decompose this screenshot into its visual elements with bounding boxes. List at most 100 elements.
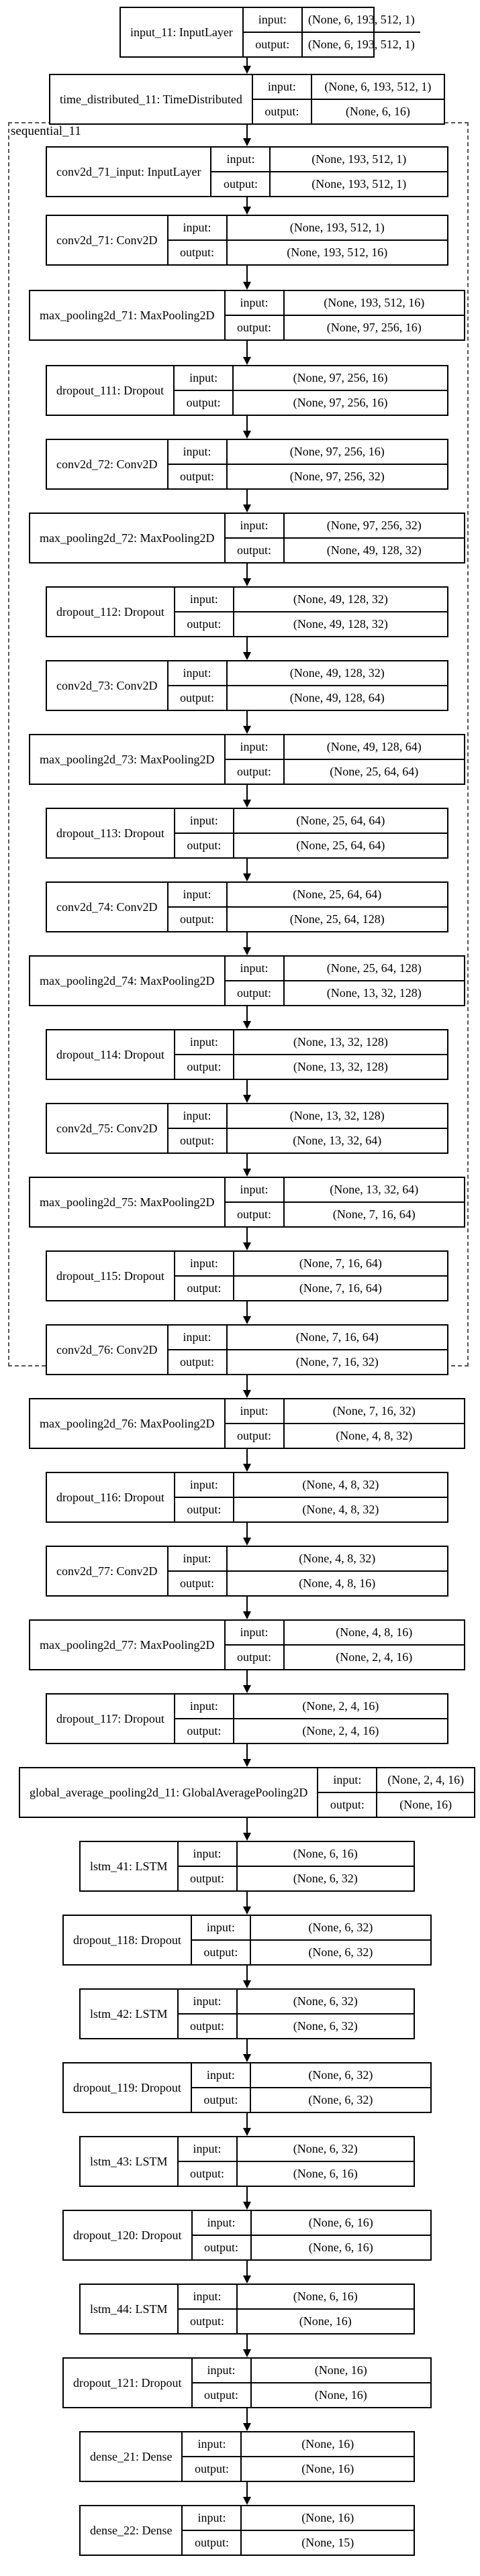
output-shape: (None, 97, 256, 32) (289, 470, 385, 483)
output-label: output: (169, 1350, 228, 1374)
input-label: input: (169, 883, 228, 906)
input-label: input: (169, 1326, 228, 1349)
output-shape: (None, 6, 32) (293, 1872, 358, 1885)
input-port-row: input:(None, 25, 64, 64) (169, 883, 448, 906)
output-label: output: (175, 391, 234, 415)
edge-arrowhead (243, 1907, 251, 1915)
output-shape: (None, 25, 64, 64) (330, 765, 419, 778)
input-shape: (None, 25, 64, 64) (296, 814, 385, 827)
input-label: input: (318, 1768, 378, 1792)
input-port-row: input:(None, 7, 16, 64) (169, 1326, 448, 1349)
output-shape: (None, 6, 32) (293, 2019, 358, 2033)
layer-name: conv2d_76: Conv2D (47, 1326, 169, 1374)
input-label: input: (226, 291, 285, 315)
layer-name: lstm_44: LSTM (81, 2285, 179, 2333)
output-port-row: output:(None, 13, 32, 64) (168, 1128, 447, 1152)
input-port-row: input:(None, 97, 256, 16) (175, 366, 447, 390)
input-shape: (None, 193, 512, 16) (324, 296, 425, 309)
edge-arrowhead (243, 66, 251, 74)
edge-arrowhead (243, 2423, 251, 2431)
input-shape: (None, 13, 32, 128) (289, 1109, 385, 1122)
edge-arrowhead (243, 2275, 251, 2284)
edge-arrowhead (243, 2349, 251, 2357)
output-port-row: output: (None, 7, 16, 32) (168, 1349, 447, 1374)
layer-name: max_pooling2d_74: MaxPooling2D (30, 957, 226, 1005)
input-port-row: input:(None, 49, 128, 64) (226, 735, 465, 759)
output-port-row: output:(None, 193, 512, 1) (211, 171, 447, 196)
output-label: output: (169, 465, 228, 488)
output-shape: (None, 6, 32) (308, 2093, 373, 2106)
input-shape: (None, 4, 8, 32) (302, 1478, 379, 1491)
input-port-row: input:(None, 193, 512, 1) (169, 216, 448, 239)
output-label: output: (193, 2383, 252, 2407)
layer-name: global_average_pooling2d_11: GlobalAvera… (20, 1768, 319, 1817)
output-label: output: (179, 2310, 238, 2333)
input-shape: (None, 13, 32, 64) (330, 1183, 419, 1196)
output-port-row: output:(None, 6, 32) (191, 2087, 430, 2112)
layer-name: lstm_41: LSTM (81, 1842, 179, 1890)
output-shape: (None, 6, 193, 512, 1) (307, 38, 415, 51)
layer-name: max_pooling2d_75: MaxPooling2D (30, 1178, 226, 1226)
output-port-row: output:(None, 49, 128, 32) (175, 611, 447, 636)
input-port-row: input:(None, 16) (193, 2359, 431, 2382)
output-label: output: (179, 2015, 238, 2038)
input-port-row: input:(None, 13, 32, 64) (226, 1178, 465, 1201)
output-shape: (None, 4, 8, 32) (336, 1429, 413, 1442)
output-label: output: (183, 2531, 242, 2555)
input-shape: (None, 193, 512, 1) (311, 152, 407, 166)
output-shape: (None, 13, 32, 64) (293, 1134, 382, 1147)
input-label: input: (175, 1695, 234, 1718)
input-label: input: (226, 957, 285, 980)
input-label: input: (211, 148, 271, 171)
input-label: input: (193, 2359, 252, 2382)
output-port-row: output:(None, 16) (192, 2382, 430, 2407)
output-port-row: output:(None, 6, 32) (178, 1866, 414, 1890)
output-port-row: output:(None, 4, 8, 16) (168, 1570, 447, 1595)
output-shape: (None, 49, 128, 64) (289, 691, 385, 704)
sequential-group-label: sequential_11 (11, 124, 81, 138)
output-label: output: (226, 1646, 285, 1669)
output-shape: (None, 4, 8, 32) (302, 1503, 379, 1516)
output-shape: (None, 49, 128, 32) (326, 543, 422, 557)
output-label: output: (175, 834, 234, 857)
output-port-row: output: (None, 97, 256, 32) (168, 464, 447, 488)
input-port-row: input:(None, 6, 32) (179, 2137, 414, 2161)
input-label: input: (175, 1030, 234, 1054)
layer-name: dropout_119: Dropout (64, 2063, 192, 2112)
input-shape: (None, 4, 8, 16) (336, 1625, 413, 1639)
output-shape: (None, 49, 128, 32) (293, 617, 388, 631)
output-port-row: output:(None, 16) (318, 1792, 474, 1817)
output-port-row: output:(None, 7, 16, 64) (175, 1275, 447, 1300)
layer-name: dropout_116: Dropout (47, 1473, 175, 1521)
input-port-row: input:(None, 6, 32) (192, 2063, 430, 2087)
edge-arrowhead (243, 1611, 251, 1619)
output-label: output: (226, 760, 285, 784)
output-shape: (None, 7, 16, 32) (295, 1355, 379, 1368)
input-port-row: input:(None, 4, 8, 32) (175, 1473, 447, 1497)
edge-arrowhead (243, 2128, 251, 2136)
output-label: output: (226, 316, 285, 339)
input-port-row: input:(None, 49, 128, 32) (175, 588, 447, 611)
edge-arrowhead (243, 1685, 251, 1693)
input-label: input: (175, 588, 234, 611)
layer-name: conv2d_71_input: InputLayer (47, 148, 212, 196)
output-label: output: (226, 1203, 285, 1226)
output-label: output: (169, 686, 228, 710)
input-shape: (None, 16) (301, 2511, 354, 2524)
input-port-row: input:(None, 13, 32, 128) (175, 1030, 447, 1054)
output-shape: (None, 6, 16) (293, 2167, 358, 2180)
edge-arrowhead (243, 1833, 251, 1841)
